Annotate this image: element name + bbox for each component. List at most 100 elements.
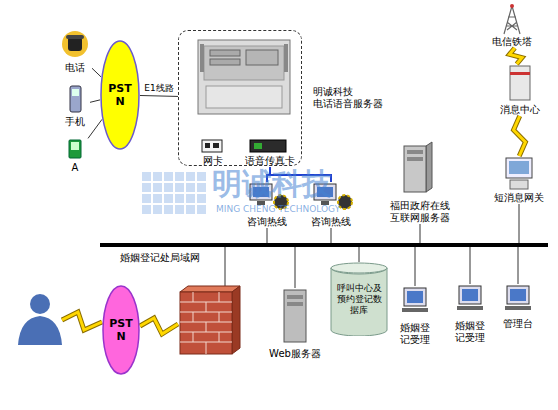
node-label: 短消息网关 <box>494 192 544 204</box>
grid-square <box>186 172 195 181</box>
lan-drop-line <box>267 228 268 243</box>
node-label: 语音传真卡 <box>245 155 295 167</box>
monitor-screen <box>509 161 529 174</box>
server-node: Web服务器 <box>266 288 324 360</box>
link-line <box>92 68 101 77</box>
lan-drop-line <box>331 228 332 243</box>
card-node: 语音传真卡 <box>239 139 301 167</box>
monitor <box>404 288 426 306</box>
gateway-node: 短消息网关 <box>488 156 550 204</box>
server-chassis <box>198 40 290 114</box>
grid-square <box>153 172 162 181</box>
card-chip <box>205 143 210 148</box>
mobile-node: 手机 <box>60 84 90 128</box>
watermark-subtitle: MING CHENG TECHNOLOGY <box>216 204 340 214</box>
message-center-node: 消息中心 <box>492 64 548 116</box>
drive-bay <box>246 50 278 65</box>
node-label: 婚姻登记受理 <box>453 320 487 344</box>
node-label: 明诚科技 电话语音服务器 <box>313 86 393 110</box>
grid-square <box>197 205 206 214</box>
phone-icon <box>68 37 82 51</box>
lan-drop-line <box>415 247 416 286</box>
node-label: 婚姻登记处局域网 <box>120 252 200 264</box>
node-label: A <box>72 162 79 174</box>
node-label: 电信铁塔 <box>492 36 532 48</box>
node-label: 消息中心 <box>500 104 540 116</box>
grid-square <box>164 205 173 214</box>
brick-lines <box>180 292 232 354</box>
phone-glow <box>62 31 88 57</box>
node-label: PST N <box>105 82 135 108</box>
lightning-outline <box>514 116 526 156</box>
node-label: 管理台 <box>503 318 533 330</box>
server-tower <box>404 146 426 192</box>
lightning-bolt <box>62 312 102 330</box>
drive-bay <box>407 157 423 161</box>
keyboard <box>457 306 483 310</box>
grid-square <box>175 183 184 192</box>
node-label: 手机 <box>65 116 85 128</box>
grid-square <box>164 183 173 192</box>
node-label: 网卡 <box>203 155 223 167</box>
grid-square <box>142 172 151 181</box>
card-node: 网卡 <box>199 139 227 167</box>
pda-screen <box>71 142 79 150</box>
grid-square <box>164 194 173 203</box>
database-cylinder: 呼叫中心及预约登记数据库 <box>330 262 388 336</box>
network-ellipse: PST N <box>100 40 140 150</box>
terminal-node: 婚姻登记受理 <box>396 286 434 346</box>
grid-square <box>153 194 162 203</box>
link-line <box>90 100 100 102</box>
server-tower <box>284 290 306 342</box>
grid-square <box>142 205 151 214</box>
link-line <box>88 119 102 138</box>
cylinder-body <box>331 268 387 336</box>
drive-bay <box>210 50 240 56</box>
telecom-tower <box>504 6 520 34</box>
drive-bay <box>407 150 423 154</box>
card-chip <box>254 143 262 149</box>
lan-drop-line <box>420 224 421 243</box>
monitor <box>459 286 481 304</box>
grid-square <box>164 172 173 181</box>
drive-bay <box>287 295 303 299</box>
tower-node: 电信铁塔 <box>484 4 540 48</box>
server-group-box: 明诚科技 电话语音服务器网卡语音传真卡 <box>178 30 302 166</box>
phone-node: 电话 <box>58 30 92 74</box>
ellipse-shape <box>103 286 139 374</box>
lightning-fill <box>509 48 522 64</box>
node-label: 咨询热线 <box>311 216 351 228</box>
monitor-screen <box>462 289 478 301</box>
monitor <box>507 286 529 304</box>
person-body <box>18 316 62 345</box>
lan-bus: 婚姻登记处局域网 <box>100 243 548 247</box>
server-node: 福田政府在线 互联网服务器 <box>372 142 468 224</box>
server-handle <box>200 44 204 72</box>
monitor <box>506 158 532 178</box>
grid-square <box>186 205 195 214</box>
terminal-node: 婚姻登记受理 <box>451 284 489 344</box>
grid-square <box>175 172 184 181</box>
computer-base <box>510 180 528 189</box>
grid-square <box>175 194 184 203</box>
unit-stripe <box>510 72 530 75</box>
server-side <box>426 142 432 192</box>
lan-drop-line <box>519 204 520 243</box>
grid-square <box>197 183 206 192</box>
node-label: 电话 <box>65 62 85 74</box>
lan-drop-line <box>295 247 296 288</box>
lightning-link <box>509 48 522 64</box>
monitor-screen <box>510 289 526 301</box>
keyboard <box>505 306 531 310</box>
tower-light <box>510 4 514 8</box>
grid-square <box>186 194 195 203</box>
keyboard <box>402 308 428 312</box>
grid-square <box>186 183 195 192</box>
node-label: Web服务器 <box>269 348 321 360</box>
server-panel <box>204 46 284 80</box>
drive-bay <box>287 302 303 306</box>
grid-square <box>142 183 151 192</box>
phone-handset <box>66 35 84 39</box>
firewall-wall <box>180 292 232 354</box>
